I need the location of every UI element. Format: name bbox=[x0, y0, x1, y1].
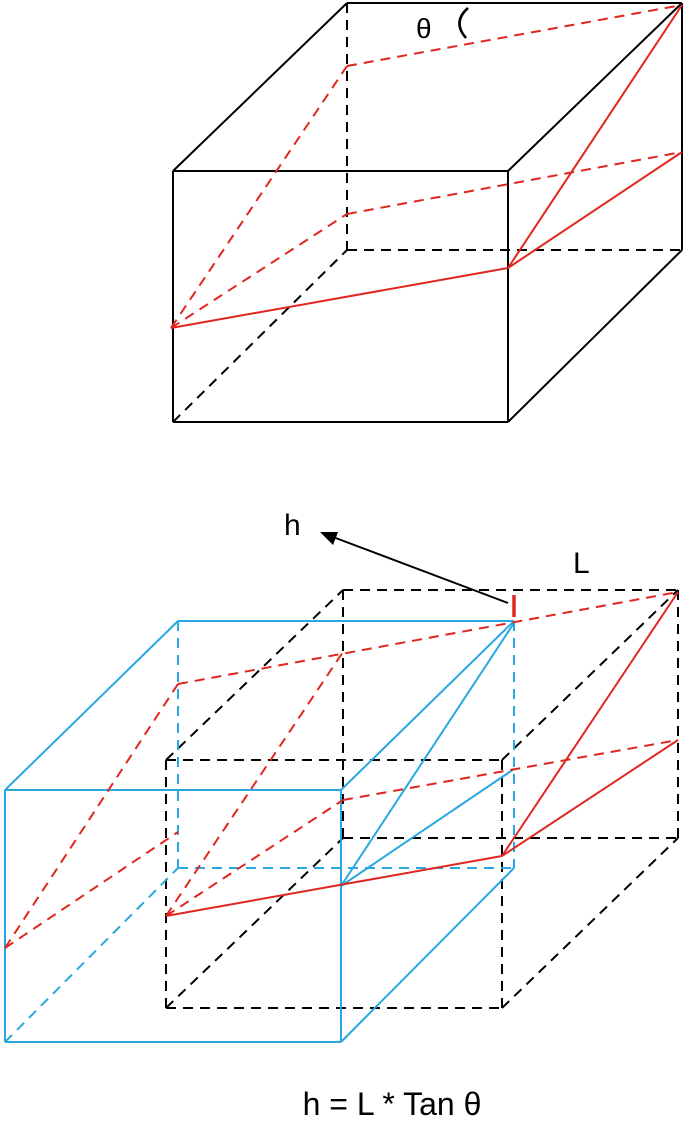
shifted-box-top-right-edge bbox=[340, 620, 515, 791]
h-arrow-shaft bbox=[332, 536, 509, 604]
top-box-bottom-right-edge bbox=[507, 249, 683, 423]
bottom-plane-hidden-inner-lower bbox=[165, 799, 344, 917]
top-plane-hidden-left-lower bbox=[170, 213, 348, 329]
formula-text: h = L * Tan θ bbox=[303, 1086, 482, 1122]
original-box-bottom-left-edge bbox=[165, 837, 344, 1009]
top-box-hidden-bottom-left-edge bbox=[172, 249, 348, 423]
top-plane-right-upper-line bbox=[507, 4, 683, 269]
original-box-top-left-edge bbox=[165, 589, 344, 761]
bottom-plane-hidden-inner-upper bbox=[165, 651, 344, 917]
h-arrow bbox=[320, 532, 509, 604]
bottom-plane-right-upper-line bbox=[501, 591, 679, 857]
h-arrow-head bbox=[320, 532, 338, 545]
original-box bbox=[165, 589, 679, 1009]
bottom-plane-hidden-left-upper bbox=[4, 683, 179, 949]
h-label: h bbox=[284, 509, 301, 542]
theta-angle-arc bbox=[458, 7, 469, 39]
shifted-box-bottom-right-edge bbox=[340, 867, 515, 1043]
original-box-bottom-right-edge bbox=[501, 837, 679, 1009]
bottom-planes bbox=[4, 591, 679, 949]
top-plane-front-line bbox=[170, 267, 509, 329]
top-plane-hidden-back-lower bbox=[346, 151, 683, 215]
bottom-plane-front-line bbox=[165, 855, 503, 917]
bottom-plane-hidden-back-upper bbox=[177, 591, 679, 685]
original-box-top-right-edge bbox=[501, 589, 679, 761]
theta-label: θ bbox=[416, 13, 432, 44]
shifted-box-top-left-edge bbox=[4, 620, 179, 791]
top-plane-right-lower-line bbox=[507, 151, 683, 269]
shifted-box-plane-front-edge bbox=[340, 622, 515, 887]
top-box bbox=[172, 2, 683, 423]
L-label: L bbox=[573, 547, 590, 580]
top-box-top-right-edge bbox=[507, 2, 683, 172]
top-plane-hidden-back-upper bbox=[346, 4, 683, 67]
top-box-top-left-edge bbox=[172, 2, 348, 172]
shifted-box bbox=[4, 620, 515, 1043]
bottom-plane-right-lower-line bbox=[501, 739, 679, 857]
bottom-plane-hidden-left-lower bbox=[4, 831, 179, 949]
top-box-planes bbox=[170, 4, 683, 329]
bottom-plane-hidden-back-lower bbox=[342, 739, 679, 801]
top-plane-hidden-left-upper bbox=[170, 65, 348, 329]
shifted-box-plane-lower-edge bbox=[340, 768, 515, 887]
shifted-box-hidden-bottom-left-edge bbox=[4, 867, 179, 1043]
